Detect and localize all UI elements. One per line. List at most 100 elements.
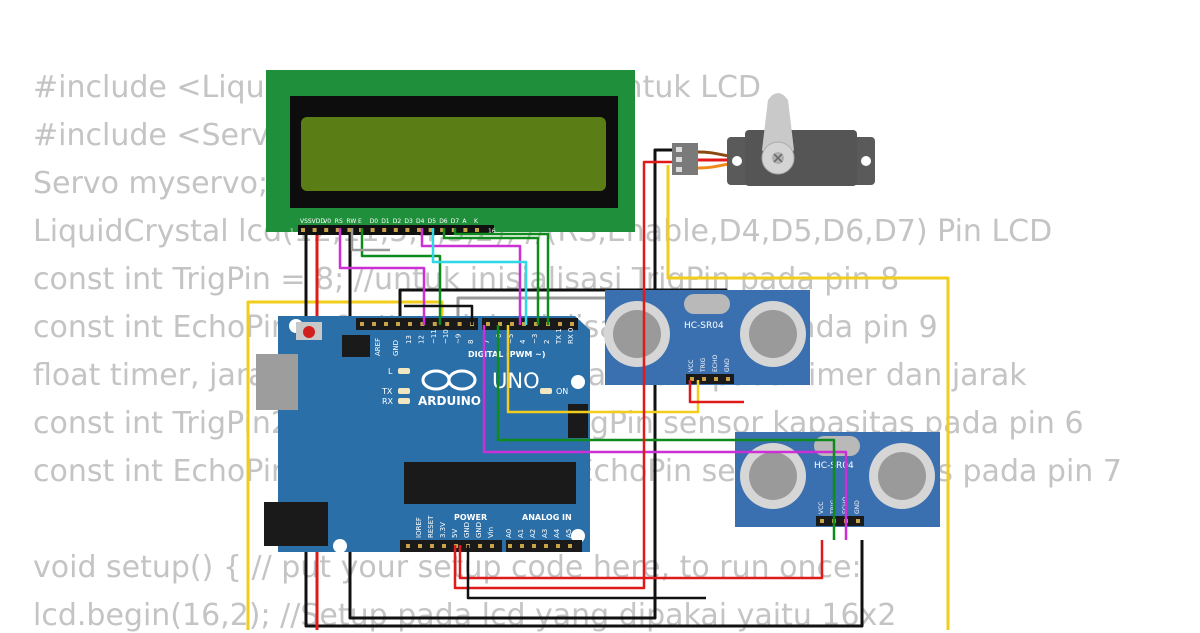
wire-yellow-right[interactable] bbox=[666, 165, 950, 630]
arduino-logo-icon bbox=[421, 369, 477, 391]
wire-red-sensor1[interactable] bbox=[688, 380, 744, 404]
digital-pin[interactable] bbox=[510, 322, 514, 326]
lcd-pin[interactable] bbox=[312, 228, 317, 232]
analog-pin[interactable] bbox=[508, 544, 512, 548]
digital-pin-label: ~3 bbox=[531, 334, 539, 344]
sensor2-mesh-right bbox=[878, 452, 926, 500]
sensor1-mesh-left bbox=[613, 310, 661, 358]
power-pin[interactable] bbox=[442, 544, 446, 548]
lcd-pin-label: D2 bbox=[393, 218, 402, 225]
analog-pin[interactable] bbox=[544, 544, 548, 548]
led-rx-label: RX bbox=[382, 397, 394, 406]
power-pin[interactable] bbox=[418, 544, 422, 548]
digital-pin[interactable] bbox=[445, 322, 450, 326]
lcd-pin[interactable] bbox=[440, 228, 445, 232]
wire-magenta-trig2[interactable] bbox=[482, 325, 848, 540]
sensor1-pin[interactable] bbox=[702, 377, 706, 381]
power-pin[interactable] bbox=[478, 544, 482, 548]
atmega-chip bbox=[404, 462, 576, 504]
analog-pin-label: A3 bbox=[541, 529, 549, 538]
digital-pin[interactable] bbox=[522, 322, 526, 326]
wire-black-gnd[interactable] bbox=[466, 545, 706, 600]
wire-green-d7[interactable] bbox=[453, 228, 550, 325]
sensor1-pin[interactable] bbox=[714, 377, 718, 381]
wire-magenta-d4[interactable] bbox=[420, 228, 522, 325]
power-pin[interactable] bbox=[406, 544, 410, 548]
power-pin[interactable] bbox=[430, 544, 434, 548]
power-jack bbox=[264, 502, 328, 546]
servo-motor[interactable] bbox=[672, 93, 875, 186]
aref-label: AREF bbox=[374, 338, 382, 356]
sensor1-pin[interactable] bbox=[690, 377, 694, 381]
lcd-pin[interactable] bbox=[382, 228, 387, 232]
analog-pin-label: A0 bbox=[505, 529, 513, 538]
analog-pin-label: A2 bbox=[529, 529, 537, 538]
servo-pin bbox=[676, 147, 682, 152]
wire-yellow-trig1[interactable] bbox=[506, 325, 700, 414]
sensor1-pin-label: GND bbox=[724, 358, 731, 372]
digital-pin[interactable] bbox=[396, 322, 400, 326]
sensor2-pin[interactable] bbox=[856, 519, 860, 523]
digital-pin[interactable] bbox=[457, 322, 462, 326]
power-pin[interactable] bbox=[490, 544, 494, 548]
icsp-header-2 bbox=[568, 404, 588, 438]
lcd-pin[interactable] bbox=[324, 228, 329, 232]
mount-hole bbox=[333, 539, 347, 553]
wire-cyan-d5[interactable] bbox=[431, 228, 528, 325]
wire-gray-rw[interactable] bbox=[350, 228, 390, 252]
digital-pin[interactable] bbox=[432, 322, 437, 326]
wire-red-5v-sensors[interactable] bbox=[458, 540, 824, 580]
analog-pin[interactable] bbox=[568, 544, 572, 548]
wire-green-d6[interactable] bbox=[442, 228, 540, 325]
digital-pin[interactable] bbox=[486, 322, 490, 326]
lcd-pin[interactable] bbox=[335, 228, 340, 232]
digital-pin[interactable] bbox=[372, 322, 376, 326]
digital-pin[interactable] bbox=[570, 322, 574, 326]
digital-pin[interactable] bbox=[534, 322, 538, 326]
lcd-pin[interactable] bbox=[428, 228, 433, 232]
reset-button[interactable] bbox=[303, 326, 315, 338]
wire-green-e[interactable] bbox=[360, 228, 442, 325]
lcd-pin-label: D1 bbox=[381, 218, 390, 225]
lcd-pin-label: D3 bbox=[404, 218, 413, 225]
wire-magenta-rs[interactable] bbox=[338, 228, 426, 325]
wire-yellow-left[interactable] bbox=[246, 300, 444, 630]
digital-pin-label: 2 bbox=[543, 340, 551, 344]
sensor1-mesh-right bbox=[749, 310, 797, 358]
servo-hole-left bbox=[732, 156, 742, 166]
digital-pin-label: ~10 bbox=[442, 329, 450, 344]
digital-pin-label: 12 bbox=[417, 335, 425, 344]
analog-pin[interactable] bbox=[556, 544, 560, 548]
sensor1-pin-header bbox=[686, 374, 734, 384]
digital-pin[interactable] bbox=[360, 322, 364, 326]
lcd-pin[interactable] bbox=[347, 228, 352, 232]
sensor1-pin[interactable] bbox=[726, 377, 730, 381]
usb-port bbox=[256, 354, 298, 410]
lcd-pin[interactable] bbox=[301, 228, 305, 232]
digital-pin[interactable] bbox=[420, 322, 425, 326]
wire-green-echo2[interactable] bbox=[496, 325, 836, 540]
lcd-pin[interactable] bbox=[475, 228, 479, 232]
sensor2-mesh-left bbox=[749, 452, 797, 500]
lcd-pin[interactable] bbox=[405, 228, 410, 232]
digital-pin-label: 4 bbox=[519, 339, 527, 344]
lcd-pin[interactable] bbox=[393, 228, 398, 232]
wire-black-d8[interactable] bbox=[404, 304, 474, 325]
wire-red-5v[interactable] bbox=[453, 160, 672, 590]
digital-pin[interactable] bbox=[384, 322, 388, 326]
analog-pin[interactable] bbox=[532, 544, 536, 548]
lcd-pin[interactable] bbox=[370, 228, 375, 232]
analog-pin[interactable] bbox=[520, 544, 524, 548]
digital-pin[interactable] bbox=[558, 322, 562, 326]
digital-pin[interactable] bbox=[408, 322, 412, 326]
lcd-pin[interactable] bbox=[463, 228, 468, 232]
sensor2-pin[interactable] bbox=[820, 519, 824, 523]
lcd-pin[interactable] bbox=[417, 228, 421, 232]
digital-pin[interactable] bbox=[498, 322, 502, 326]
digital-pin-label: TX 1 bbox=[555, 328, 563, 345]
